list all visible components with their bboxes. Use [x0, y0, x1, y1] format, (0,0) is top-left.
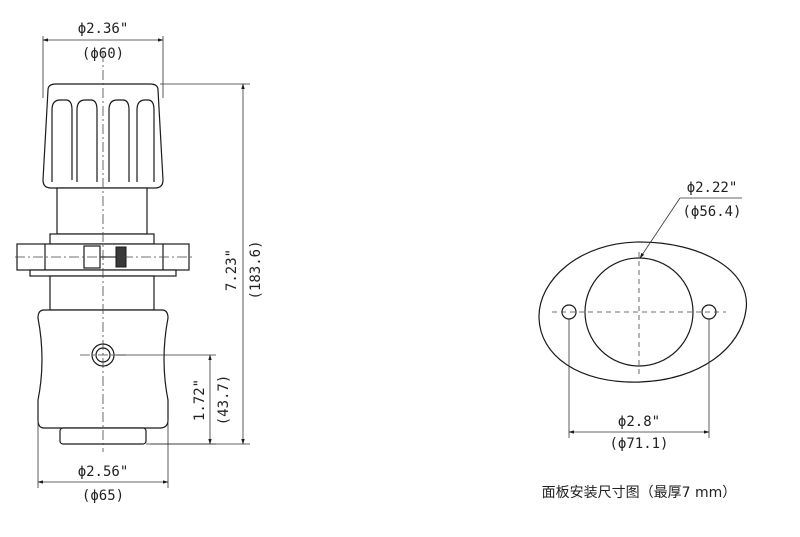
overall-height-mm-label: (183.6) [248, 240, 264, 299]
port-height-dimension: 1.72" (43.7) [114, 354, 232, 445]
top-diameter-inch-label: ϕ2.36" [78, 21, 129, 37]
top-diameter-dimension: ϕ2.36" (ϕ60) [42, 21, 164, 98]
bottom-diameter-inch-label: ϕ2.56" [78, 464, 129, 480]
hole-diameter-inch-label: ϕ2.22" [687, 180, 738, 196]
panel-outline [538, 241, 747, 383]
overall-height-inch-label: 7.23" [224, 249, 240, 291]
bottom-diameter-dimension: ϕ2.56" (ϕ65) [37, 420, 169, 504]
panel-mount-view: ϕ2.22" (ϕ56.4) ϕ2.8" (ϕ71.1) 面板安装尺寸图（最厚7… [538, 180, 747, 501]
bolt-spacing-dimension: ϕ2.8" (ϕ71.1) [568, 319, 710, 452]
hole-diameter-mm-label: (ϕ56.4) [682, 204, 741, 220]
port-height-mm-label: (43.7) [216, 375, 232, 426]
upper-body [49, 275, 155, 311]
bonnet-neck [49, 187, 155, 245]
overall-height-dimension: 7.23" (183.6) [150, 83, 264, 445]
port-height-inch-label: 1.72" [192, 379, 208, 421]
bolt-spacing-mm-label: (ϕ71.1) [609, 436, 668, 452]
bolt-spacing-inch-label: ϕ2.8" [618, 414, 660, 430]
regulator-side-view: ϕ2.36" (ϕ60) [15, 21, 264, 504]
center-hole [584, 257, 694, 367]
adjustment-knob [42, 83, 164, 189]
panel-mount-caption: 面板安装尺寸图（最厚7 mm） [542, 485, 737, 501]
hole-diameter-dimension: ϕ2.22" (ϕ56.4) [639, 180, 742, 259]
bottom-diameter-mm-label: (ϕ65) [82, 488, 124, 504]
